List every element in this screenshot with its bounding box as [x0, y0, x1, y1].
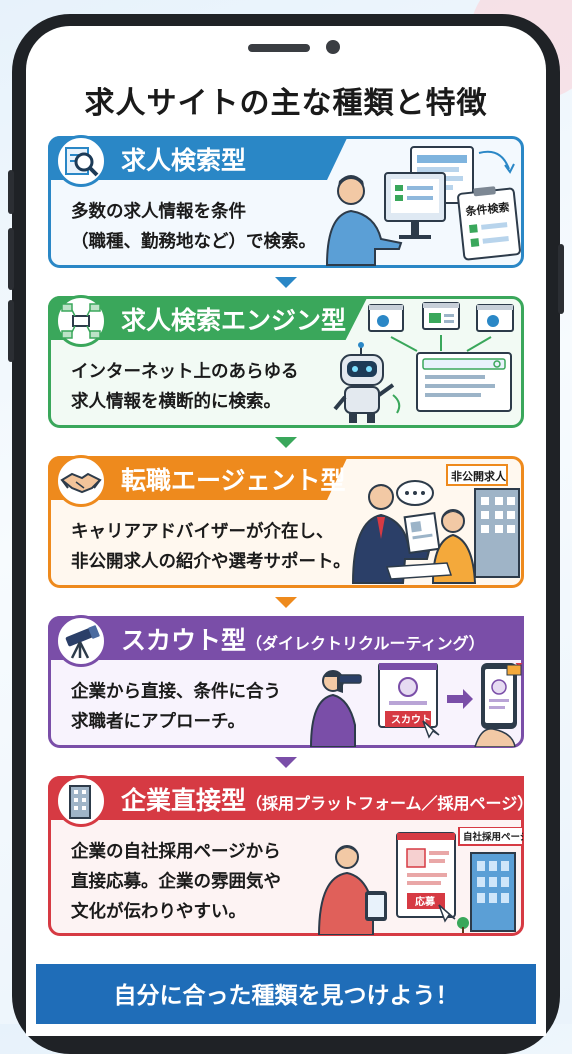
- card-title: 企業直接型（採用プラットフォーム／採用ページ）: [121, 786, 534, 815]
- card-description: インターネット上のあらゆる 求人情報を横断的に検索。: [71, 362, 299, 412]
- scout-button-label: スカウト: [391, 714, 431, 726]
- card-banner: [48, 776, 524, 820]
- card-description: 企業の自社採用ページから 直接応募。企業の雰囲気や 文化が伝わりやすい。: [71, 842, 281, 922]
- card-job-search: 求人検索型 多数の求人情報を条件 （職種、勤務地など）で検索。 条件検索: [48, 135, 524, 271]
- card-description: キャリアアドバイザーが介在し、 非公開求人の紹介や選考サポート。: [71, 522, 351, 572]
- cta-text: 自分に合った種類を見つけよう！: [113, 983, 459, 1009]
- company-page-illustration: 応募 自社採用ページ: [307, 826, 530, 939]
- down-arrow-icon: [275, 757, 297, 768]
- card-title: 転職エージェント型: [121, 466, 346, 495]
- building-icon: [55, 775, 107, 827]
- card-title: 求人検索エンジン型: [121, 306, 347, 335]
- apply-button-label: 応募: [415, 895, 436, 908]
- network-icon: [55, 295, 107, 347]
- card-search-engine: 求人検索エンジン型 インターネット上のあらゆる 求人情報を横断的に検索。: [48, 295, 524, 431]
- page-title: 求人サイトの主な種類と特徴: [84, 86, 488, 121]
- phone-side-button: [8, 300, 14, 362]
- card-banner: [48, 616, 524, 660]
- card-career-agent: 転職エージェント型 キャリアアドバイザーが介在し、 非公開求人の紹介や選考サポー…: [48, 455, 524, 591]
- handshake-icon: [55, 455, 107, 507]
- telescope-icon: [55, 615, 107, 667]
- card-description: 企業から直接、条件に合う 求職者にアプローチ。: [71, 682, 281, 732]
- phone-power-button: [558, 244, 564, 314]
- company-page-tag: 自社採用ページ: [463, 831, 523, 843]
- cta-banner: 自分に合った種類を見つけよう！: [36, 964, 536, 1024]
- phone-side-button: [8, 170, 14, 214]
- down-arrow-icon: [275, 437, 297, 448]
- robot-search-illustration: [331, 299, 523, 431]
- phone-speaker: [248, 44, 310, 52]
- down-arrow-icon: [275, 597, 297, 608]
- card-direct-company: 企業直接型（採用プラットフォーム／採用ページ） 企業の自社採用ページから 直接応…: [48, 775, 533, 939]
- agent-consultation-illustration: 非公開求人: [347, 459, 523, 591]
- card-description: 多数の求人情報を条件 （職種、勤務地など）で検索。: [71, 202, 316, 252]
- scout-illustration: スカウト: [303, 657, 523, 751]
- search-condition-tag: 条件検索: [464, 200, 510, 219]
- down-arrow-icon: [275, 277, 297, 288]
- phone-side-button: [8, 228, 14, 290]
- hidden-jobs-tag: 非公開求人: [451, 469, 507, 483]
- phone-camera: [326, 40, 340, 54]
- card-scout: スカウト型（ダイレクトリクルーティング） 企業から直接、条件に合う 求職者にアプ…: [48, 615, 524, 751]
- card-title: 求人検索型: [121, 146, 247, 175]
- card-title: スカウト型（ダイレクトリクルーティング）: [121, 626, 485, 655]
- person-at-computer-illustration: 条件検索: [311, 139, 523, 271]
- magnifier-icon: [55, 135, 107, 187]
